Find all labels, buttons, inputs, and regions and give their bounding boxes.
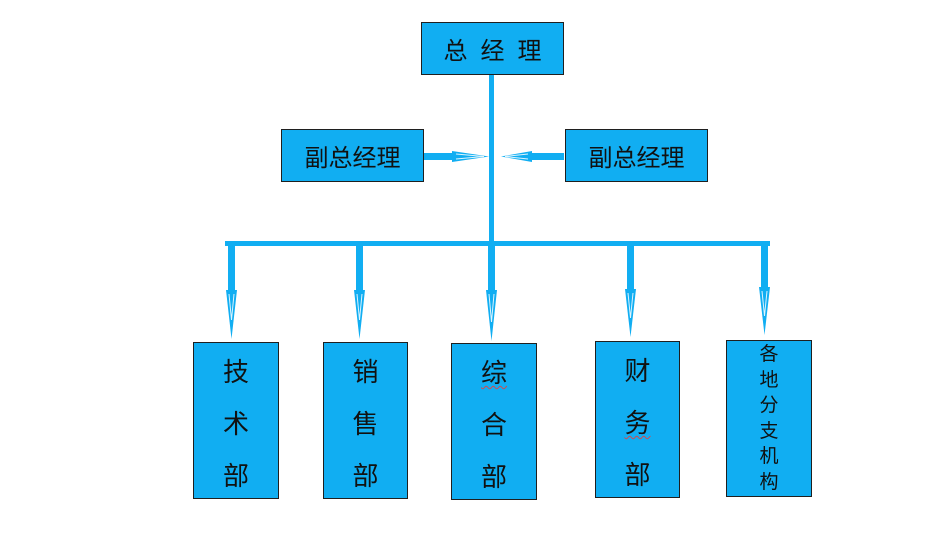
drop-arrow-dept-1: [226, 243, 237, 339]
dept-label-char: 构: [759, 470, 779, 493]
dept-label-char: 部: [352, 462, 379, 492]
dept-label-char: 财: [624, 357, 651, 387]
dept-box-technology: 技 术 部: [193, 342, 279, 499]
dept-label-char: 技: [222, 358, 249, 388]
dept-label-char: 支: [759, 419, 779, 442]
deputy-manager-left-box: 副总经理: [281, 129, 424, 182]
dept-label-char: 销: [352, 358, 379, 388]
dept-box-finance: 财 务 部: [595, 341, 680, 498]
dept-label-char: 术: [222, 410, 249, 440]
deputy-manager-right-label: 副总经理: [588, 144, 685, 172]
dept-label-char: 地: [759, 368, 779, 391]
dept-label-char: 部: [480, 463, 507, 493]
dept-label-char: 各: [759, 343, 779, 365]
arrow-to-deputy-left: [424, 151, 489, 162]
dept-label-char: 部: [222, 462, 249, 492]
general-manager-box: 总经理: [421, 22, 564, 75]
dept-label-char: 务: [624, 409, 651, 439]
trunk-line: [489, 74, 494, 245]
drop-arrow-dept-3: [486, 243, 497, 341]
general-manager-label: 总经理: [443, 37, 555, 65]
dept-box-regional-branches: 各 地 分 支 机 构: [726, 340, 812, 497]
dept-label-char: 分: [759, 394, 779, 416]
dept-box-sales: 销 售 部: [323, 342, 408, 499]
dept-label-char: 售: [352, 410, 379, 440]
dept-box-general-affairs: 综 合 部: [451, 343, 537, 500]
dept-label-char: 综: [480, 359, 507, 389]
deputy-manager-left-label: 副总经理: [304, 144, 401, 172]
drop-arrow-dept-5: [759, 243, 770, 335]
drop-arrow-dept-4: [625, 243, 636, 337]
dept-label-char: 部: [624, 461, 651, 491]
deputy-manager-right-box: 副总经理: [565, 129, 708, 182]
dept-label-char: 机: [759, 445, 779, 467]
drop-arrow-dept-2: [354, 243, 365, 339]
branch-bus-line: [225, 241, 770, 246]
dept-label-char: 合: [480, 411, 507, 441]
arrow-to-deputy-right: [501, 151, 564, 162]
